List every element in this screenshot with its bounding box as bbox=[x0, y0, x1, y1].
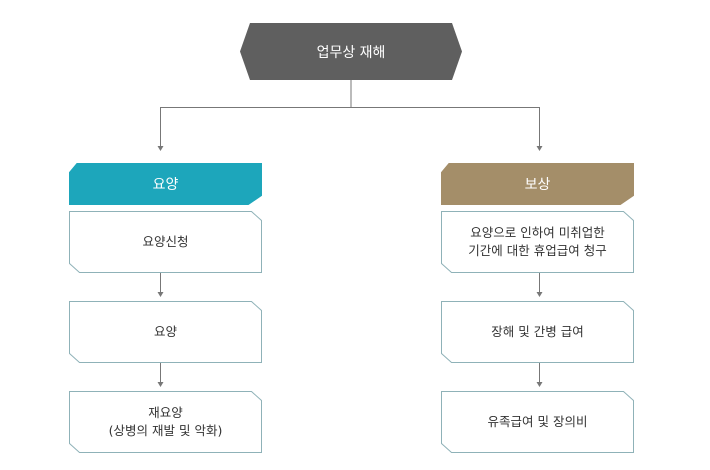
left-step3-outline bbox=[69, 391, 262, 453]
left-branch-header: 요양 bbox=[69, 163, 262, 205]
right-step1-arrowhead bbox=[536, 292, 543, 297]
left-step2-arrowhead bbox=[157, 382, 164, 387]
right-step-1-line-1: 요양으로 인하여 미취업한 bbox=[470, 225, 605, 240]
left-step-3-line-1: 재요양 bbox=[148, 405, 183, 420]
left-step-1: 요양신청 bbox=[69, 212, 262, 272]
right-step-1: 요양으로 인하여 미취업한 기간에 대한 휴업급여 청구 bbox=[441, 212, 634, 272]
left-step2-outline bbox=[69, 301, 262, 363]
left-step-3-line-2: (상병의 재발 및 악화) bbox=[108, 423, 223, 438]
right-branch-header-label: 보상 bbox=[524, 177, 551, 193]
right-step1-outline bbox=[441, 211, 634, 273]
left-step-2-line-1: 요양 bbox=[153, 324, 177, 339]
right-branch-arrowhead bbox=[536, 146, 543, 151]
right-step-1-line-2: 기간에 대한 휴업급여 청구 bbox=[468, 243, 607, 258]
right-step-2: 장해 및 간병 급여 bbox=[441, 302, 634, 362]
right-step2-outline bbox=[441, 301, 634, 363]
left-step-3: 재요양 (상병의 재발 및 악화) bbox=[69, 392, 262, 452]
right-step3-outline bbox=[441, 391, 634, 453]
left-step-1-line-1: 요양신청 bbox=[142, 234, 189, 249]
left-step1-arrowhead bbox=[157, 292, 164, 297]
right-step2-arrowhead bbox=[536, 382, 543, 387]
right-branch-header: 보상 bbox=[441, 163, 634, 205]
left-step1-outline bbox=[69, 211, 262, 273]
root-label: 업무상 재해 bbox=[316, 44, 386, 61]
left-step-2: 요양 bbox=[69, 302, 262, 362]
right-step-3-line-1: 유족급여 및 장의비 bbox=[487, 414, 588, 429]
right-step-2-line-1: 장해 및 간병 급여 bbox=[491, 324, 584, 339]
left-branch-header-label: 요양 bbox=[152, 177, 179, 193]
root-node: 업무상 재해 bbox=[240, 23, 462, 80]
left-branch-arrowhead bbox=[157, 146, 164, 151]
right-step-3: 유족급여 및 장의비 bbox=[441, 392, 634, 452]
